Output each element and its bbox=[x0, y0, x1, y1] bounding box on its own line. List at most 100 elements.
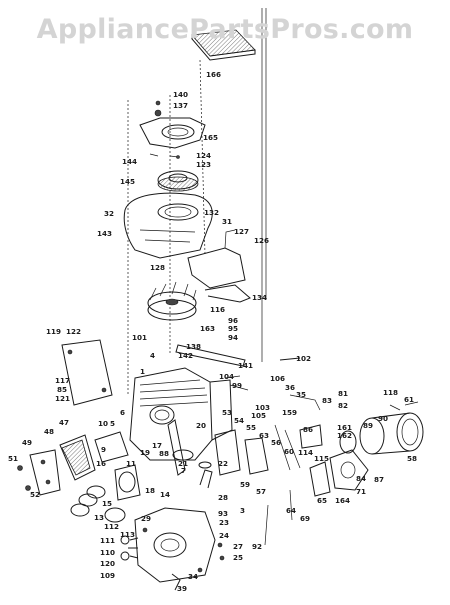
part-label-49: 49 bbox=[22, 438, 32, 447]
part-label-94: 94 bbox=[228, 333, 238, 342]
part-label-101: 101 bbox=[132, 333, 147, 342]
part-label-114: 114 bbox=[298, 448, 313, 457]
part-label-92: 92 bbox=[252, 542, 262, 551]
part-label-56: 56 bbox=[271, 438, 281, 447]
part-label-16: 16 bbox=[96, 459, 106, 468]
part-label-113: 113 bbox=[120, 530, 135, 539]
part-label-89: 89 bbox=[363, 421, 373, 430]
part-label-104: 104 bbox=[219, 372, 234, 381]
flywheel-part bbox=[147, 281, 197, 321]
part-label-22: 22 bbox=[218, 459, 228, 468]
part-label-60: 60 bbox=[284, 447, 294, 456]
part-label-111: 111 bbox=[100, 536, 115, 545]
heat-shield-part bbox=[61, 339, 113, 406]
part-label-145: 145 bbox=[120, 177, 135, 186]
part-label-63: 63 bbox=[259, 431, 269, 440]
part-label-18: 18 bbox=[145, 486, 155, 495]
part-label-109: 109 bbox=[100, 571, 115, 580]
part-label-19: 19 bbox=[140, 448, 150, 457]
part-label-61: 61 bbox=[404, 395, 414, 404]
part-label-10: 10 bbox=[98, 419, 108, 428]
part-label-6: 6 bbox=[120, 408, 125, 417]
part-label-17: 17 bbox=[152, 441, 162, 450]
part-label-127: 127 bbox=[234, 227, 249, 236]
part-label-119: 119 bbox=[46, 327, 61, 336]
part-label-47: 47 bbox=[59, 418, 69, 427]
part-label-121: 121 bbox=[55, 394, 70, 403]
hardware-parts bbox=[17, 153, 419, 591]
part-label-122: 122 bbox=[66, 327, 81, 336]
part-label-110: 110 bbox=[100, 548, 115, 557]
part-label-3: 3 bbox=[240, 506, 245, 515]
part-label-106: 106 bbox=[270, 374, 285, 383]
clutch-drum-part bbox=[339, 412, 424, 455]
part-label-14: 14 bbox=[160, 490, 170, 499]
part-label-112: 112 bbox=[104, 522, 119, 531]
part-label-99: 99 bbox=[232, 381, 242, 390]
part-label-59: 59 bbox=[240, 480, 250, 489]
part-label-144: 144 bbox=[122, 157, 137, 166]
part-label-25: 25 bbox=[233, 553, 243, 562]
part-label-24: 24 bbox=[219, 531, 229, 540]
part-label-123: 123 bbox=[196, 160, 211, 169]
starter-pulley-part bbox=[157, 170, 199, 192]
part-label-28: 28 bbox=[218, 493, 228, 502]
part-label-39: 39 bbox=[177, 584, 187, 593]
part-label-55: 55 bbox=[246, 423, 256, 432]
part-label-126: 126 bbox=[254, 236, 269, 245]
part-label-7: 7 bbox=[181, 466, 186, 475]
part-label-65: 65 bbox=[317, 496, 327, 505]
part-labels: 166 140 137 165 144 124 123 145 32 132 3… bbox=[8, 70, 417, 593]
part-label-82: 82 bbox=[338, 401, 348, 410]
part-label-58: 58 bbox=[407, 454, 417, 463]
part-label-54: 54 bbox=[234, 416, 244, 425]
part-label-11: 11 bbox=[126, 459, 136, 468]
part-label-87: 87 bbox=[374, 475, 384, 484]
part-label-84: 84 bbox=[356, 474, 366, 483]
engine-shroud-part bbox=[187, 229, 251, 303]
part-label-31: 31 bbox=[222, 217, 232, 226]
part-label-35: 35 bbox=[296, 390, 306, 399]
part-label-93: 93 bbox=[218, 509, 228, 518]
piston-rings-part bbox=[70, 485, 126, 523]
part-label-5: 5 bbox=[110, 419, 115, 428]
part-label-166: 166 bbox=[206, 70, 221, 79]
starter-cover-part bbox=[139, 100, 206, 149]
muffler-part bbox=[29, 434, 96, 496]
part-label-103: 103 bbox=[255, 403, 270, 412]
part-label-164: 164 bbox=[335, 496, 350, 505]
part-label-57: 57 bbox=[256, 487, 266, 496]
carburetor-part bbox=[94, 431, 141, 501]
part-label-15: 15 bbox=[102, 499, 112, 508]
part-label-71: 71 bbox=[356, 487, 366, 496]
part-label-13: 13 bbox=[94, 513, 104, 522]
part-label-134: 134 bbox=[252, 293, 267, 302]
part-label-81: 81 bbox=[338, 389, 348, 398]
part-label-96: 96 bbox=[228, 316, 238, 325]
part-label-105: 105 bbox=[251, 411, 266, 420]
part-label-34: 34 bbox=[188, 572, 198, 581]
part-label-27: 27 bbox=[233, 542, 243, 551]
part-label-128: 128 bbox=[150, 263, 165, 272]
crankshaft-part bbox=[167, 419, 213, 489]
part-label-159: 159 bbox=[282, 408, 297, 417]
cylinder-block-part bbox=[129, 367, 233, 461]
air-filter-part bbox=[191, 29, 256, 61]
blower-housing-part bbox=[123, 192, 213, 259]
part-label-36: 36 bbox=[285, 383, 295, 392]
part-label-51: 51 bbox=[8, 454, 18, 463]
part-label-102: 102 bbox=[296, 354, 311, 363]
governor-parts bbox=[214, 424, 323, 476]
part-label-142: 142 bbox=[178, 351, 193, 360]
part-label-9: 9 bbox=[101, 445, 106, 454]
part-label-137: 137 bbox=[173, 101, 188, 110]
part-label-161: 161 bbox=[337, 423, 352, 432]
part-label-165: 165 bbox=[203, 133, 218, 142]
part-label-83: 83 bbox=[322, 396, 332, 405]
part-label-23: 23 bbox=[219, 518, 229, 527]
part-label-140: 140 bbox=[173, 90, 188, 99]
part-label-85: 85 bbox=[57, 385, 67, 394]
part-label-48: 48 bbox=[44, 427, 54, 436]
